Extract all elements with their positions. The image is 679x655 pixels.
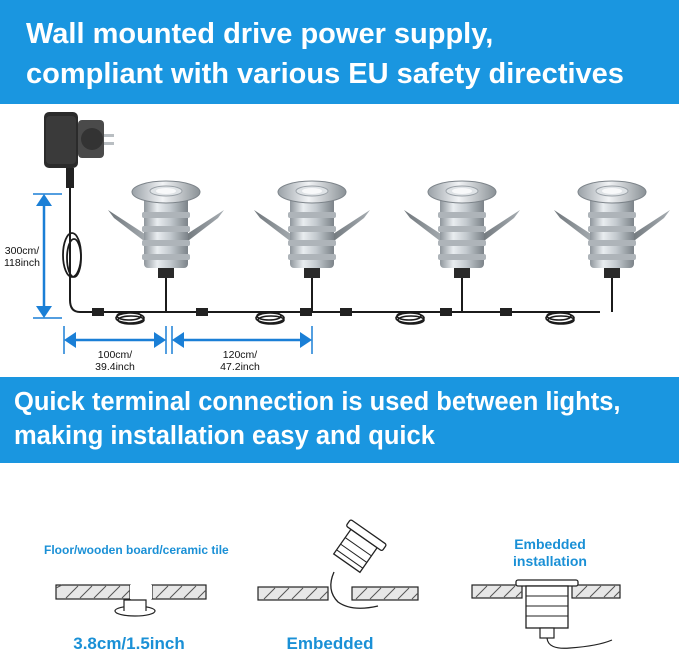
gap2-dimension-label: 120cm/ 47.2inch bbox=[198, 349, 282, 373]
gap2-dimension-arrow bbox=[171, 326, 313, 354]
hole-size-label: 3.8cm/1.5inch bbox=[73, 634, 185, 653]
gap1-cm: 100cm/ bbox=[97, 349, 133, 361]
middle-banner: Quick terminal connection is used betwee… bbox=[0, 377, 679, 463]
surface-label: Floor/wooden board/ceramic tile bbox=[44, 543, 229, 557]
embedded-step-label: Embedded bbox=[286, 634, 374, 653]
height-dimension-arrow bbox=[33, 193, 62, 319]
gap1-dimension-label: 100cm/ 39.4inch bbox=[78, 349, 152, 373]
header-line-2: compliant with various EU safety directi… bbox=[26, 58, 624, 90]
power-adapter bbox=[44, 112, 114, 313]
header-banner: Wall mounted drive power supply, complia… bbox=[0, 0, 679, 104]
gap1-inch: 39.4inch bbox=[95, 361, 135, 373]
lamp-4 bbox=[553, 180, 671, 312]
header-line-1: Wall mounted drive power supply, bbox=[26, 18, 494, 50]
step-2-embedding bbox=[257, 519, 419, 609]
height-inch: 118inch bbox=[3, 257, 40, 269]
installed-label-line-1: Embedded bbox=[514, 536, 586, 552]
height-cm: 300cm/ bbox=[4, 245, 40, 257]
height-dimension-label: 300cm/ 118inch bbox=[0, 245, 44, 269]
connector-markers bbox=[92, 308, 512, 316]
lamp-1 bbox=[107, 180, 225, 312]
lamp-2 bbox=[253, 180, 371, 312]
lamp-3 bbox=[403, 180, 521, 312]
middle-banner-line-2: making installation easy and quick bbox=[14, 422, 435, 450]
middle-banner-line-1: Quick terminal connection is used betwee… bbox=[14, 388, 621, 416]
step-1-drilling bbox=[55, 584, 207, 617]
gap2-cm: 120cm/ bbox=[222, 349, 258, 361]
installed-label-line-2: installation bbox=[513, 553, 587, 569]
gap1-dimension-arrow bbox=[63, 326, 167, 354]
installed-step-label: Embedded installation bbox=[490, 536, 610, 570]
step-3-installed bbox=[471, 579, 621, 649]
gap2-inch: 47.2inch bbox=[220, 361, 260, 373]
